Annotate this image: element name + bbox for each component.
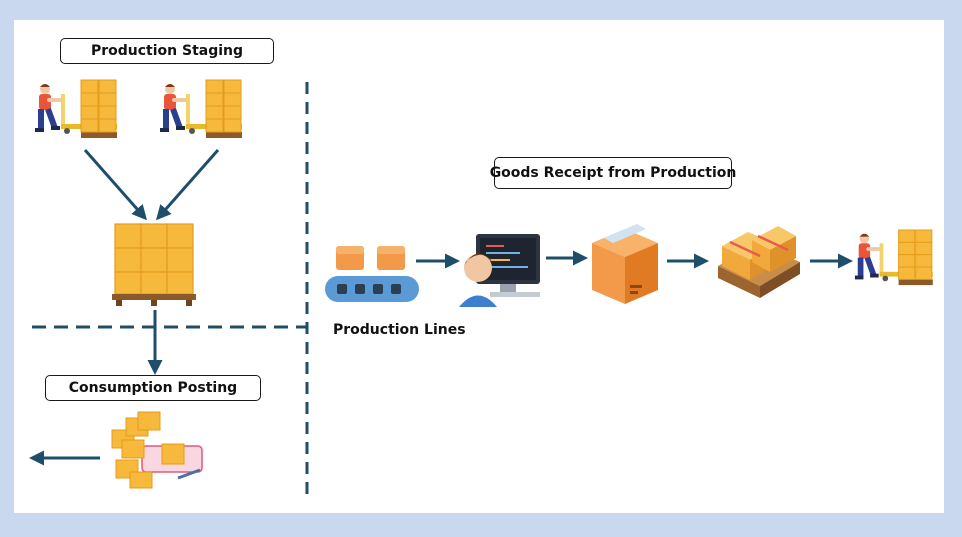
worker-pallet-jack-icon: [854, 229, 934, 286]
consumption-posting-label: Consumption Posting: [45, 375, 261, 401]
worker-pallet-jack-icon: [159, 79, 243, 139]
boxes-on-pallet-icon: [718, 226, 800, 298]
goods-receipt-label: Goods Receipt from Production: [490, 157, 736, 189]
arrow-icon: [83, 149, 147, 221]
production-staging-label: Production Staging: [60, 38, 274, 64]
worker-pallet-jack-icon: [34, 79, 118, 139]
cardboard-box-icon: [592, 224, 658, 304]
computer-operator-icon: [459, 234, 540, 307]
consumed-boxes-icon: [111, 411, 203, 489]
arrow-icon: [156, 149, 220, 221]
pallet-boxes-icon: [112, 223, 196, 306]
production-lines-label: Production Lines: [333, 322, 466, 338]
conveyor-belt-icon: [325, 246, 419, 302]
